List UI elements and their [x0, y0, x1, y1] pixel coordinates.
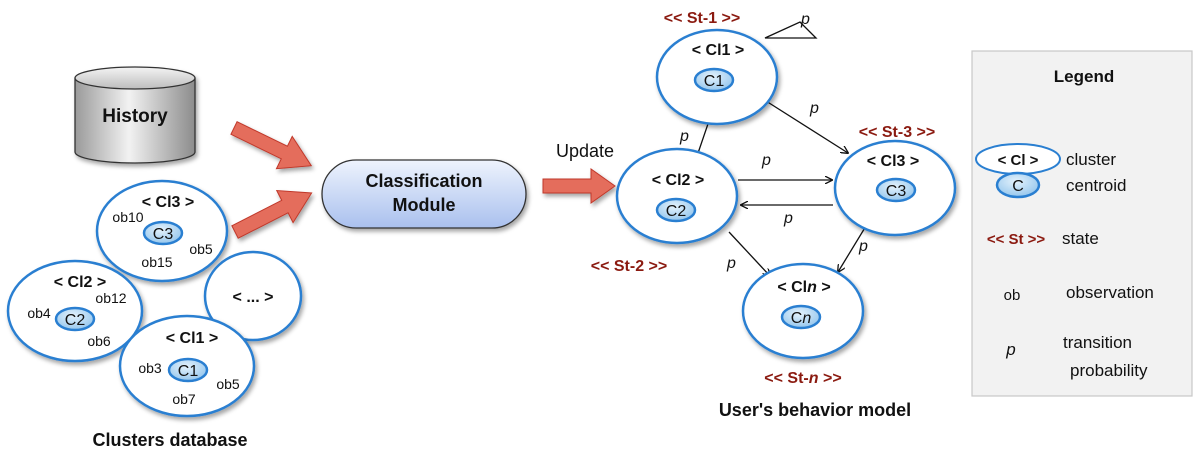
db-cluster-cl2: < Cl2 > C2 ob12 ob4 ob6 [6, 259, 144, 363]
state-label-st2: << St-2 >> [591, 258, 668, 275]
edge-cl3-cln [838, 225, 867, 272]
legend-item-centroid: C centroid [995, 171, 1126, 199]
model-node-cln: < Cln > Cn [741, 262, 865, 360]
legend-cluster-text: cluster [1066, 150, 1116, 169]
db-cl2-obs-1: ob12 [95, 290, 126, 306]
p-cl1-cl3: p [809, 100, 819, 117]
self-loop-cl1 [764, 21, 818, 39]
model-cln-centroid [780, 304, 822, 330]
legend-centroid-swatch [995, 171, 1041, 199]
db-cl1-label: < Cl1 > [166, 330, 218, 347]
legend-centroid-symbol: C [1012, 178, 1024, 195]
transition-edges [696, 21, 867, 276]
db-more-label: < ... > [233, 289, 274, 306]
db-cl1-obs-3: ob7 [172, 391, 196, 407]
edge-cl1-cl3 [765, 100, 848, 153]
db-cluster-cl1: < Cl1 > C1 ob3 ob5 ob7 [118, 314, 256, 418]
state-label-st1: << St-1 >> [664, 10, 741, 27]
db-cl3-centroid [142, 220, 184, 246]
model-node-cl3: < Cl3 > C3 [833, 139, 957, 237]
legend-observation-symbol: ob [1004, 287, 1021, 304]
history-database [74, 66, 196, 164]
history-to-module-arrow [230, 121, 313, 170]
state-label-st3: << St-3 >> [859, 124, 936, 141]
classification-module [321, 159, 527, 229]
db-cl3-obs-3: ob15 [141, 254, 172, 270]
p-cl1-cl2: p [679, 128, 689, 145]
state-label-stn: << St-n >> [764, 370, 841, 387]
db-cl3-obs-1: ob10 [112, 209, 143, 225]
model-cl2-label: < Cl2 > [652, 172, 704, 189]
edge-cl2-cln [728, 231, 770, 276]
legend-state-symbol: << St >> [987, 231, 1046, 248]
update-label: Update [556, 141, 614, 161]
db-cl1-centroid-label: C1 [178, 363, 199, 380]
model-cl2-centroid [655, 197, 697, 223]
module-title-line1: Classification [365, 171, 482, 191]
clusters-database-caption: Clusters database [92, 430, 247, 450]
model-node-cl1: < Cl1 > C1 [655, 28, 779, 126]
model-cl3-centroid-label: C3 [886, 183, 907, 200]
module-to-model-arrow [542, 168, 616, 204]
db-cl1-obs-1: ob3 [138, 360, 162, 376]
db-cl1-obs-2: ob5 [216, 376, 240, 392]
history-label: History [102, 106, 168, 127]
model-cl1-centroid-label: C1 [704, 73, 725, 90]
legend-transition-symbol: p [1005, 340, 1015, 359]
model-cln-label: < Cln > [777, 279, 830, 296]
legend-centroid-text: centroid [1066, 176, 1126, 195]
db-cl1-centroid [167, 357, 209, 383]
legend-item-state: << St >> state [987, 229, 1099, 248]
db-cl2-centroid-label: C2 [65, 312, 86, 329]
legend-item-observation: ob observation [1004, 283, 1154, 304]
db-cl2-label: < Cl2 > [54, 274, 106, 291]
clusters-to-module-arrow [231, 189, 313, 239]
p-cl2-cl3: p [761, 152, 771, 169]
model-node-cl2: < Cl2 > C2 [615, 147, 739, 245]
model-cl2-centroid-label: C2 [666, 203, 687, 220]
p-self-loop: p [800, 11, 810, 28]
p-cl3-cl2: p [783, 210, 793, 227]
db-cl3-label: < Cl3 > [142, 194, 194, 211]
legend-transition-text2: probability [1070, 361, 1148, 380]
p-cl2-cln: p [726, 255, 736, 272]
legend-item-cluster: < Cl > cluster [975, 143, 1116, 175]
db-cl3-centroid-label: C3 [153, 226, 174, 243]
legend-state-text: state [1062, 229, 1099, 248]
model-cl1-centroid [693, 67, 735, 93]
model-cl1-label: < Cl1 > [692, 42, 744, 59]
behavior-model-caption: User's behavior model [719, 400, 911, 420]
legend-item-transition: p transition probability [1005, 333, 1148, 380]
db-cl3-obs-2: ob5 [189, 241, 213, 257]
legend-panel: Legend < Cl > cluster C centroid << St >… [971, 50, 1193, 397]
legend-title: Legend [1054, 67, 1114, 86]
db-cluster-more: < ... > [203, 250, 303, 342]
db-cl2-obs-3: ob6 [87, 333, 111, 349]
module-title-line2: Module [393, 195, 456, 215]
db-cl2-centroid [54, 306, 96, 332]
model-cln-centroid-label: Cn [791, 310, 812, 327]
model-cl3-centroid [875, 177, 917, 203]
legend-observation-text: observation [1066, 283, 1154, 302]
p-cl3-cln: p [858, 238, 868, 255]
legend-cluster-symbol: < Cl > [998, 152, 1039, 169]
db-cl2-obs-2: ob4 [27, 305, 51, 321]
model-cl3-label: < Cl3 > [867, 153, 919, 170]
db-cluster-cl3: < Cl3 > C3 ob10 ob5 ob15 [95, 179, 229, 283]
legend-transition-text: transition [1063, 333, 1132, 352]
